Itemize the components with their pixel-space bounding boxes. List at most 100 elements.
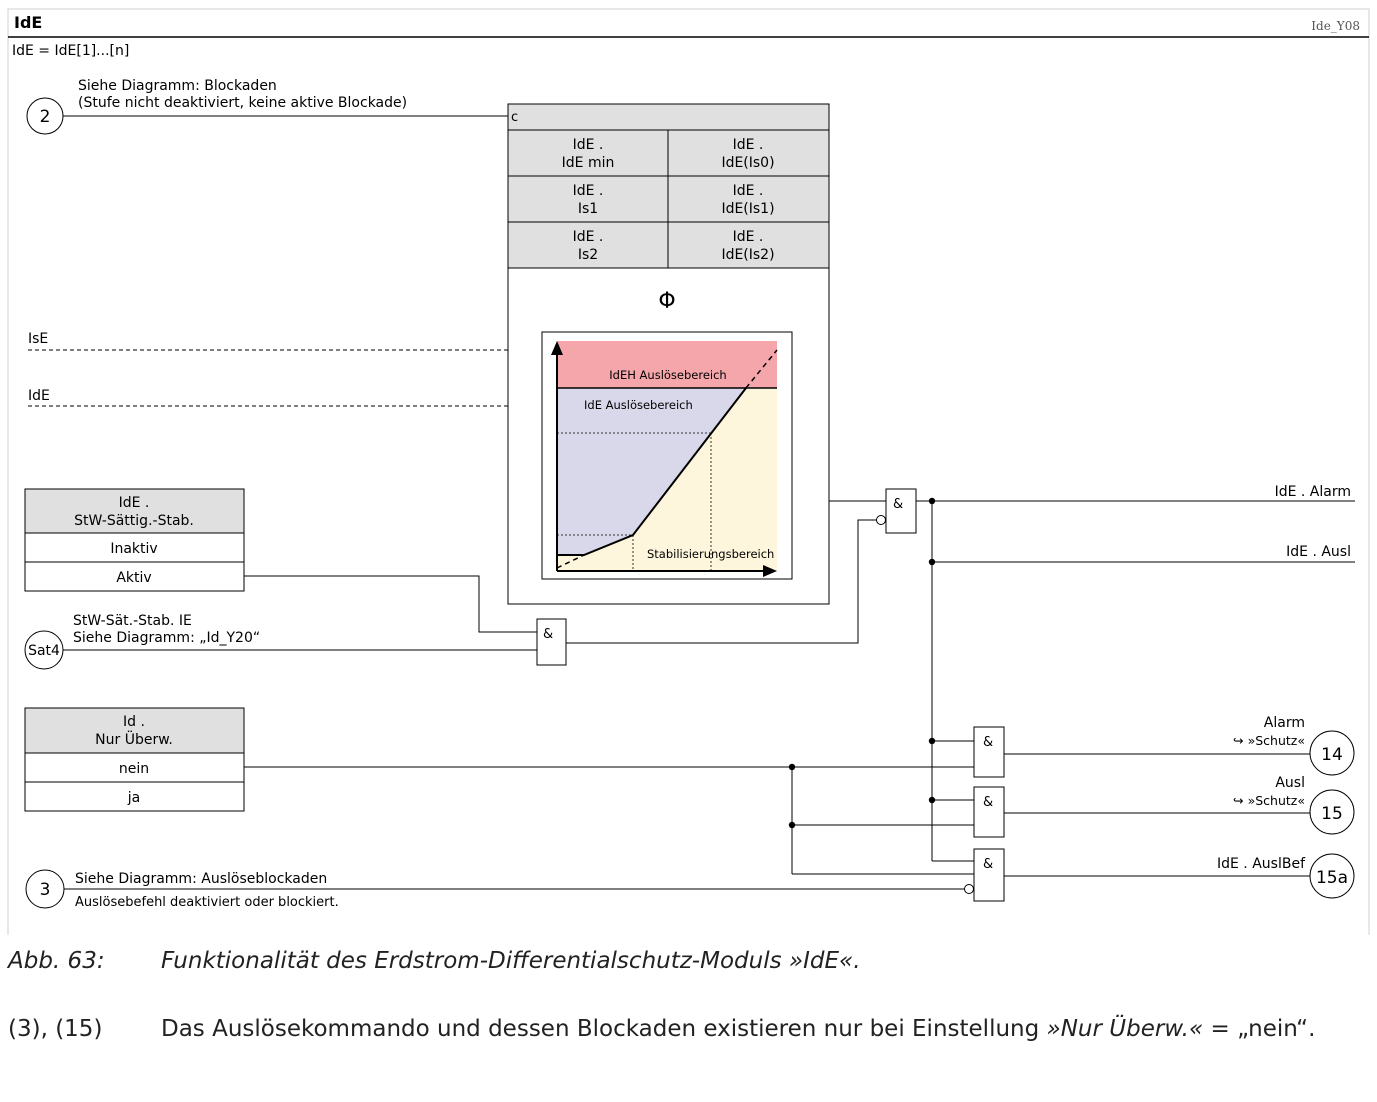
monitor-option-nein-label: nein (119, 761, 149, 777)
marker-15a: 15a (1316, 868, 1348, 888)
diagram-frame (7, 8, 1370, 935)
alarm-output: IdE . Alarm (1275, 484, 1351, 500)
ausl-schutz-l1: Ausl (1275, 775, 1305, 791)
setting-ide-min-l1: IdE . (573, 137, 604, 153)
alarm-schutz-gate (973, 726, 1005, 778)
trip-region (557, 388, 746, 555)
sat-signal: StW-Sät.-Stab. IE (73, 613, 192, 629)
footnote-text-a: Das Auslösekommando und dessen Blockaden… (161, 1016, 1047, 1042)
extension-dashed (745, 349, 778, 389)
sat-option-inaktiv (24, 532, 245, 563)
auslbef-gate-label: & (983, 857, 993, 872)
ausl-schutz-gate-label: & (983, 795, 993, 810)
sat-aktiv-wire (244, 575, 537, 633)
monitor-option-ja-label: ja (127, 790, 140, 806)
setting-is1-l2: Is1 (578, 201, 598, 217)
ausl-schutz-gate (973, 786, 1005, 838)
setting-ide-is2 (667, 221, 830, 269)
setting-ide-is1 (667, 175, 830, 223)
logic-diagram: IdE Ide_Y08 IdE = IdE[1]...[n] 2 Siehe D… (7, 8, 1370, 935)
alarm-schutz-gate-label: & (983, 735, 993, 750)
figure-caption: Abb. 63: Funktionalität des Erdstrom-Diff… (8, 948, 861, 974)
y-axis-arrow (551, 341, 563, 355)
alarm-schutz-l1: Alarm (1264, 715, 1305, 731)
setting-is2-l2: Is2 (578, 247, 598, 263)
blockade-ref: Siehe Diagramm: Blockaden (78, 78, 277, 94)
c-row (507, 103, 830, 131)
footnote-text: Das Auslösekommando und dessen Blockaden… (161, 1016, 1371, 1042)
monitor-switch-title (24, 707, 245, 754)
marker-sat4: Sat4 (28, 643, 60, 659)
trip-high-region (557, 341, 777, 388)
setting-ide-is2-l1: IdE . (733, 229, 764, 245)
sat-option-aktiv-label: Aktiv (116, 570, 151, 586)
figure-number: Abb. 63: (8, 948, 105, 974)
monitor-switch-title-l1: Id . (123, 714, 145, 730)
trip-label: IdE Auslösebereich (584, 398, 693, 412)
diagram-title: IdE (14, 13, 42, 32)
module-instances: IdE = IdE[1]...[n] (12, 43, 129, 59)
setting-is2-l1: IdE . (573, 229, 604, 245)
stab-region (557, 388, 777, 571)
main-and-label: & (893, 497, 903, 512)
ise-label: IsE (28, 331, 48, 347)
c-label: c (511, 110, 518, 125)
setting-ide-min (507, 129, 669, 177)
ausl-junction (928, 558, 936, 566)
phi-symbol: Φ (658, 289, 675, 314)
sat-out-wire (566, 519, 877, 644)
ausl-junction-2 (928, 796, 936, 804)
setting-ide-is1-l1: IdE . (733, 183, 764, 199)
marker-15a-circle (1309, 853, 1355, 899)
characteristic-curve (557, 387, 747, 556)
marker-3: 3 (40, 880, 51, 900)
trip-block-condition: Auslösebefehl deaktiviert oder blockiert… (75, 895, 339, 910)
trip-high-label: IdEH Auslösebereich (609, 368, 726, 382)
monitor-option-nein (24, 752, 245, 783)
footnote-setting: »Nur Überw.« (1046, 1016, 1204, 1042)
figure-caption-text: Funktionalität des Erdstrom-Differential… (161, 948, 861, 974)
setting-ide-is0-l1: IdE . (733, 137, 764, 153)
sat-and-label: & (543, 627, 553, 642)
setting-ide-is0-l2: IdE(Is0) (721, 155, 774, 171)
sat-ref: Siehe Diagramm: „Id_Y20“ (73, 630, 260, 646)
marker-14-circle (1309, 730, 1355, 776)
setting-ide-is0 (667, 129, 830, 177)
blockade-condition: (Stufe nicht deaktiviert, keine aktive B… (78, 95, 407, 111)
stab-label: Stabilisierungsbereich (647, 547, 774, 561)
main-and-gate (885, 488, 917, 534)
marker-15-circle (1309, 789, 1355, 835)
sat-switch-title-l1: IdE . (119, 495, 150, 511)
auslbef-negation (964, 884, 974, 894)
footnote-text-c: = „nein“. (1203, 1016, 1316, 1042)
trip-block-ref: Siehe Diagramm: Auslöseblockaden (75, 871, 327, 887)
ausl-schutz-l2: ↪ »Schutz« (1233, 793, 1305, 808)
sat-and-gate (536, 618, 567, 666)
footnote-ref: (3), (15) (8, 1016, 103, 1042)
figure-id: Ide_Y08 (1311, 19, 1360, 33)
sat-option-inaktiv-label: Inaktiv (110, 541, 157, 557)
monitor-switch-title-l2: Nur Überw. (95, 730, 173, 748)
main-and-negation (876, 515, 886, 525)
sat-option-aktiv (24, 561, 245, 592)
auslbef-gate (973, 848, 1005, 902)
marker-15: 15 (1321, 804, 1343, 824)
setting-ide-is1-l2: IdE(Is1) (721, 201, 774, 217)
auslbef-output: IdE . AuslBef (1217, 856, 1306, 872)
sat-switch-title (24, 488, 245, 534)
alarm-junction-2 (928, 737, 936, 745)
nein-junction-2 (788, 821, 796, 829)
ausl-output: IdE . Ausl (1286, 544, 1351, 560)
ide-label: IdE (28, 388, 50, 404)
sat-switch-title-l2: StW-Sättig.-Stab. (74, 513, 194, 529)
setting-is2 (507, 221, 669, 269)
marker-14: 14 (1321, 745, 1343, 765)
lower-dashed (556, 554, 585, 569)
monitor-option-ja (24, 781, 245, 812)
setting-is1-l1: IdE . (573, 183, 604, 199)
marker-2: 2 (40, 107, 51, 127)
setting-ide-is2-l2: IdE(Is2) (721, 247, 774, 263)
x-axis-arrow (763, 565, 777, 577)
setting-ide-min-l2: IdE min (562, 155, 615, 171)
alarm-schutz-l2: ↪ »Schutz« (1233, 733, 1305, 748)
